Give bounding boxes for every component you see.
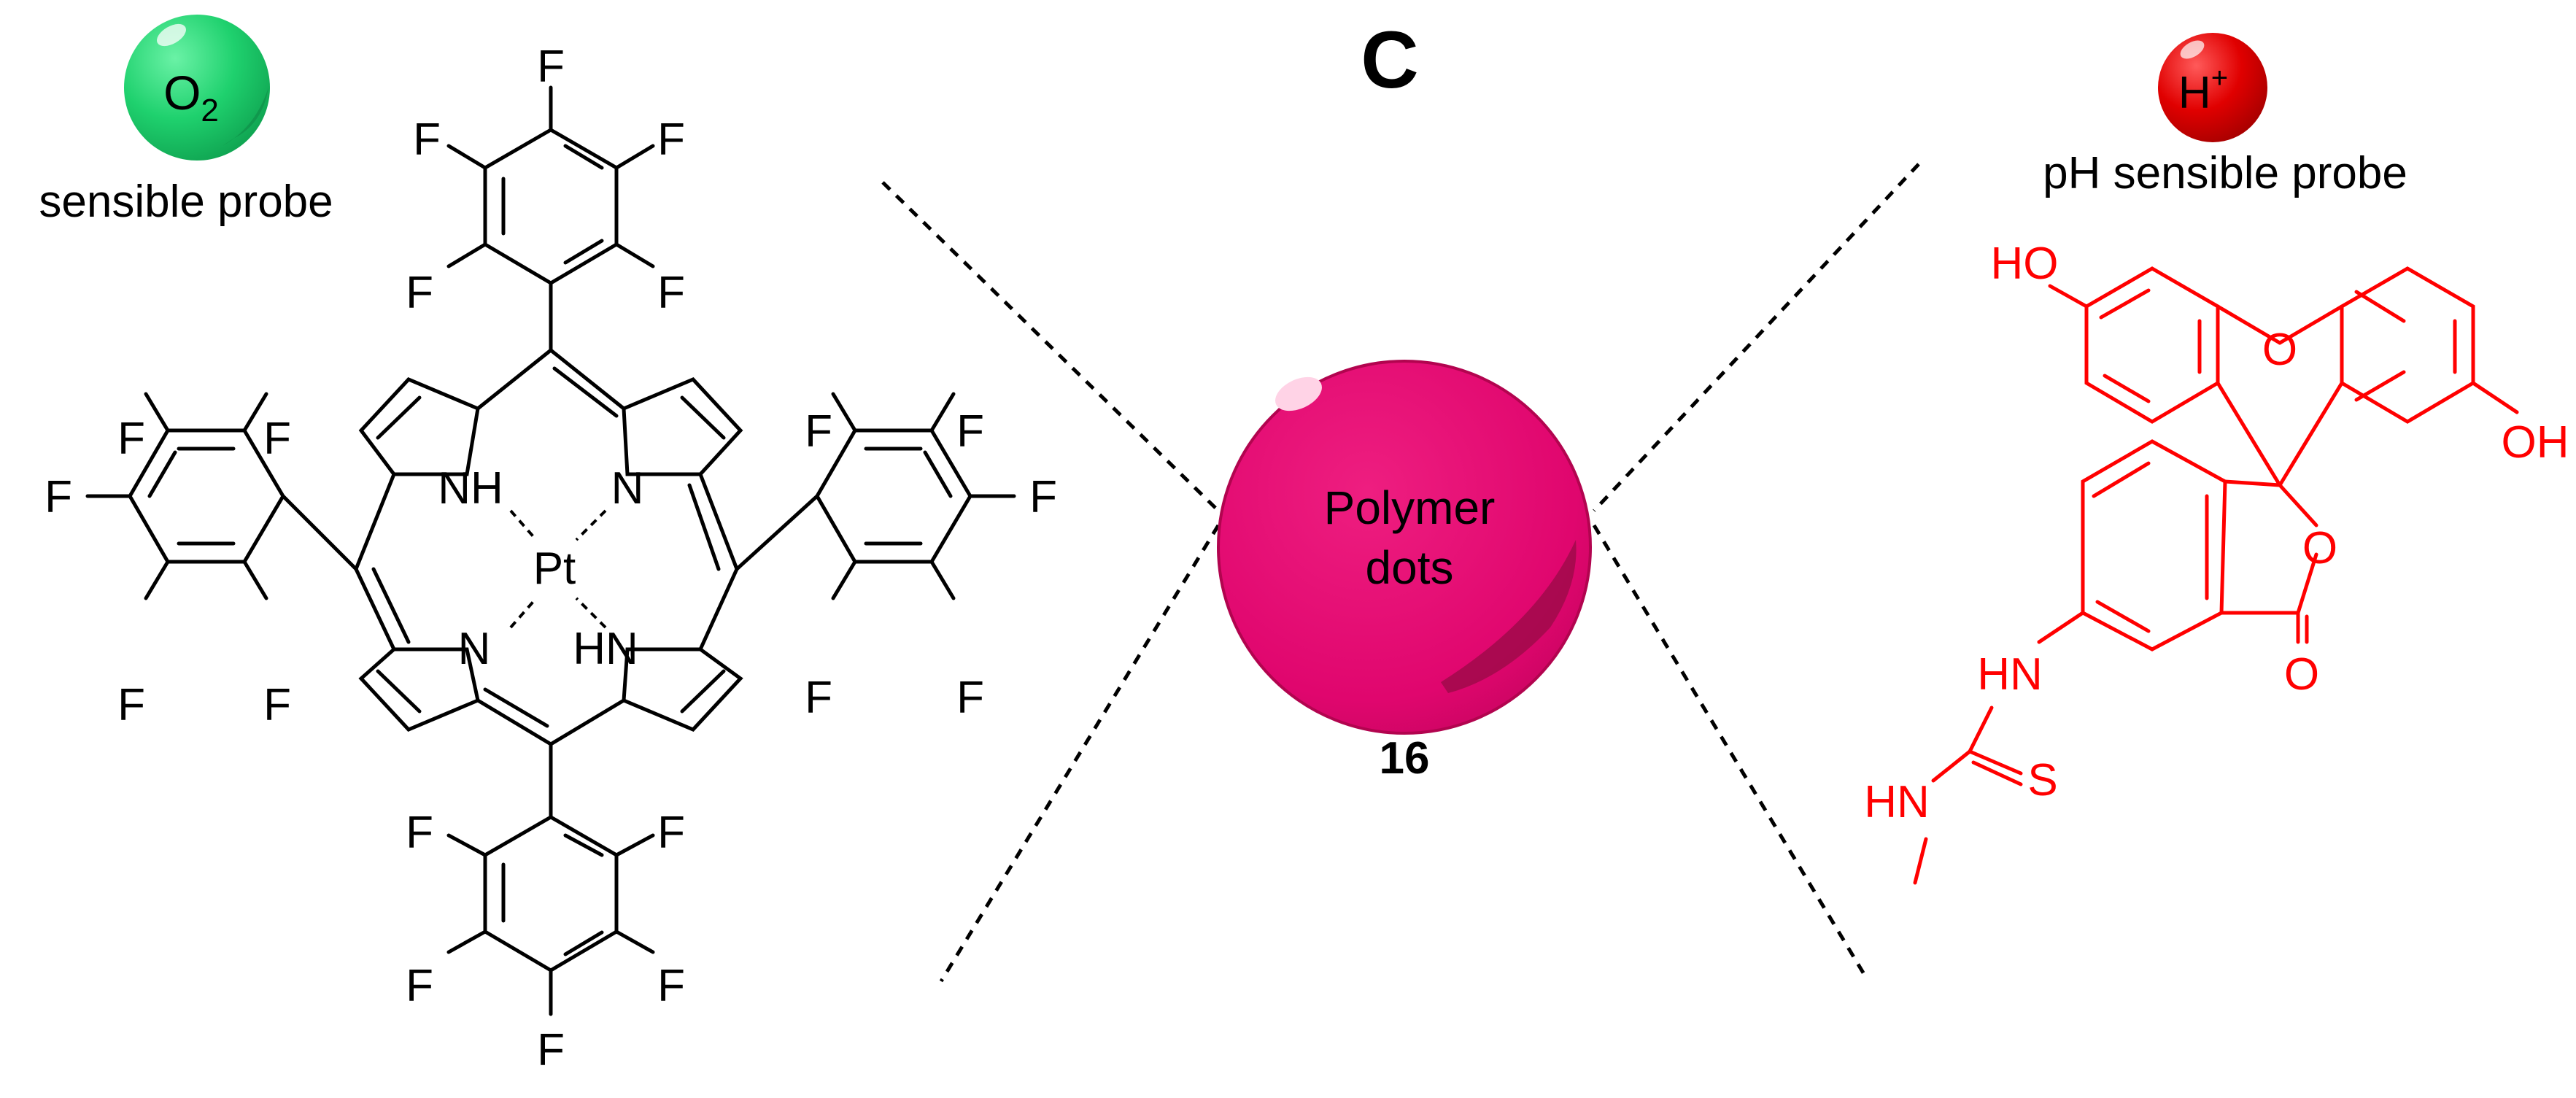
atom-f: F: [537, 42, 565, 92]
atom-f: F: [117, 680, 145, 730]
oxygen-probe-caption: sensible probe: [39, 177, 333, 227]
atom-n-top-right: N: [611, 463, 644, 514]
connector-lines: [881, 163, 1920, 983]
ph-probe-badge: H+: [2158, 33, 2267, 142]
fluorescein-structure: [1913, 266, 2519, 885]
fluorescein-atom-labels: HO O OH O O HN S HN: [1864, 239, 2569, 827]
oxygen-probe-badge: O2: [124, 15, 270, 161]
ph-badge-symbol: H: [2178, 68, 2211, 118]
atom-oh-right: OH: [2502, 417, 2569, 468]
atom-f: F: [657, 808, 685, 858]
polymer-dot: [1217, 360, 1592, 735]
atom-f: F: [263, 414, 291, 464]
atom-f: F: [805, 673, 832, 723]
atom-f: F: [413, 115, 441, 165]
polymer-dot-label-line1: Polymer: [1324, 482, 1496, 534]
atom-f: F: [805, 406, 832, 457]
atom-f: F: [956, 406, 984, 457]
atom-o-ring: O: [2262, 325, 2297, 375]
pt-porphyrin-structure: [85, 85, 1016, 1016]
atom-f: F: [406, 961, 433, 1011]
atom-f: F: [956, 673, 984, 723]
atom-f: F: [45, 472, 72, 522]
atom-hn-1: HN: [1977, 649, 2043, 700]
atom-ho-left: HO: [1991, 239, 2059, 289]
atom-o-lactone: O: [2302, 523, 2337, 573]
polymer-dot-label-line2: dots: [1366, 541, 1454, 594]
svg-text:O2: O2: [163, 66, 219, 128]
atom-hn-bottom-right: HN: [573, 624, 638, 674]
panel-letter: C: [1361, 15, 1418, 105]
porphyrin-atom-labels: NH N N HN Pt F F F F F F F F F F F F F F…: [45, 42, 1057, 1075]
ph-probe-caption: pH sensible probe: [2043, 148, 2407, 198]
compound-number: 16: [1380, 733, 1430, 784]
atom-f: F: [1029, 472, 1057, 522]
atom-s: S: [2027, 755, 2057, 805]
atom-nh-top-left: NH: [438, 463, 503, 514]
atom-n-bottom-left: N: [458, 624, 491, 674]
atom-hn-2: HN: [1864, 777, 1930, 827]
svg-text:H+: H+: [2178, 62, 2228, 118]
ph-badge-superscript: +: [2211, 62, 2228, 94]
atom-f: F: [537, 1025, 565, 1075]
atom-o-carbonyl: O: [2284, 649, 2319, 700]
atom-f: F: [263, 680, 291, 730]
oxygen-badge-symbol: O: [163, 66, 201, 120]
atom-f: F: [657, 115, 685, 165]
atom-f: F: [657, 961, 685, 1011]
oxygen-badge-subscript: 2: [201, 93, 218, 128]
atom-pt: Pt: [533, 544, 576, 594]
atom-f: F: [117, 414, 145, 464]
atom-f: F: [406, 268, 433, 318]
atom-f: F: [406, 808, 433, 858]
atom-f: F: [657, 268, 685, 318]
